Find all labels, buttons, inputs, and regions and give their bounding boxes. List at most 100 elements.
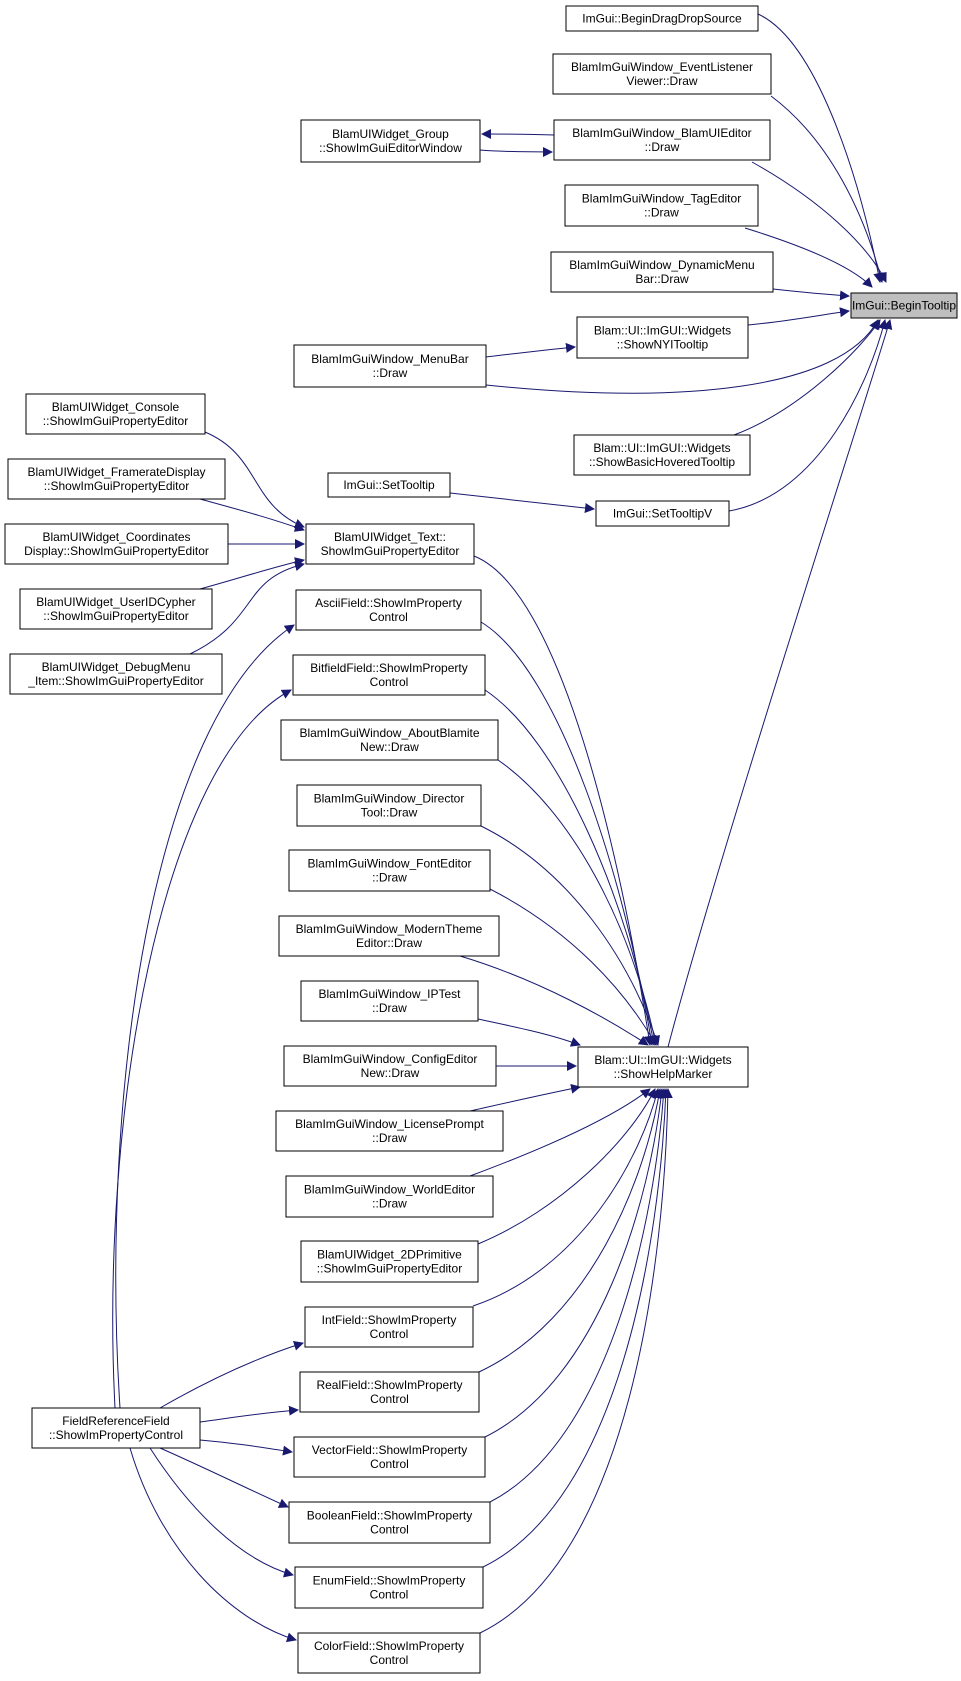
node-label-line: ::Draw [372,1001,407,1015]
node-field-reference-field[interactable]: FieldReferenceField::ShowImPropertyContr… [31,1407,201,1449]
node-box [300,1240,479,1283]
edge-field_reference_field-to-bitfield_field [112,689,292,1409]
edge-world_editor_draw-to-show_help_marker [469,1088,651,1177]
node-begin-drag-drop-source[interactable]: ImGui::BeginDragDropSource [565,5,759,32]
node-primitive-2d-property-editor[interactable]: BlamUIWidget_2DPrimitive::ShowImGuiPrope… [300,1240,479,1283]
node-real-field[interactable]: RealField::ShowImPropertyControl [299,1371,480,1413]
node-box [565,5,759,32]
edge-bitfield_field-to-show_help_marker [484,689,658,1046]
node-boolean-field[interactable]: BooleanField::ShowImPropertyControl [288,1501,491,1544]
node-set-tooltip[interactable]: ImGui::SetTooltip [327,472,451,498]
node-label-line: BlamUIWidget_Text:: [334,530,446,544]
node-label-line: ::Draw [372,1197,407,1211]
node-int-field[interactable]: IntField::ShowImPropertyControl [304,1306,474,1348]
node-box [9,653,223,695]
node-box [293,1436,486,1478]
node-font-editor-draw[interactable]: BlamImGuiWindow_FontEditor::Draw [288,849,491,892]
node-label-line: ImGui::BeginTooltip [852,299,956,313]
node-userid-property-editor[interactable]: BlamUIWidget_UserIDCypher::ShowImGuiProp… [19,588,213,630]
node-box [4,523,229,565]
node-label-line: ImGui::SetTooltip [343,478,435,492]
node-show-help-marker[interactable]: Blam::UI::ImGUI::Widgets::ShowHelpMarker [577,1046,749,1088]
edge-iptest_draw-to-show_help_marker [477,1018,581,1047]
node-color-field[interactable]: ColorField::ShowImPropertyControl [297,1632,481,1674]
edges [112,13,893,1643]
node-box [294,1566,484,1609]
node-box [295,589,482,631]
node-box [300,119,481,163]
node-label-line: Control [370,675,409,689]
node-text-property-editor[interactable]: BlamUIWidget_Text::ShowImGuiPropertyEdit… [305,523,475,565]
node-vector-field[interactable]: VectorField::ShowImPropertyControl [293,1436,486,1478]
node-console-property-editor[interactable]: BlamUIWidget_Console::ShowImGuiPropertyE… [25,393,206,435]
node-label-line: Viewer::Draw [626,74,697,88]
node-label-line: BlamUIWidget_Console [52,400,180,414]
node-framerate-property-editor[interactable]: BlamUIWidget_FramerateDisplay::ShowImGui… [7,458,226,500]
edge-set_tooltip-to-set_tooltip_v [449,492,595,513]
node-label-line: Display::ShowImGuiPropertyEditor [24,544,209,558]
edge-set_tooltip_v-to-begin_tooltip [728,319,888,512]
node-coordinates-property-editor[interactable]: BlamUIWidget_CoordinatesDisplay::ShowImG… [4,523,229,565]
node-menu-bar-draw[interactable]: BlamImGuiWindow_MenuBar::Draw [293,344,487,388]
node-ascii-field[interactable]: AsciiField::ShowImPropertyControl [295,589,482,631]
node-label-line: ::ShowImGuiEditorWindow [319,141,462,155]
node-tag-editor-draw[interactable]: BlamImGuiWindow_TagEditor::Draw [564,184,759,227]
node-label-line: Blam::UI::ImGUI::Widgets [593,441,730,455]
node-label-line: BlamImGuiWindow_TagEditor [582,192,741,206]
node-label-line: Control [369,610,408,624]
node-iptest-draw[interactable]: BlamImGuiWindow_IPTest::Draw [300,980,479,1022]
node-label-line: Control [370,1457,409,1471]
edge-field_reference_field-to-int_field [159,1340,304,1409]
node-show-nyi-tooltip[interactable]: Blam::UI::ImGUI::Widgets::ShowNYITooltip [576,316,749,359]
node-box [305,523,475,565]
edge-field_reference_field-to-enum_field [149,1447,294,1578]
node-label-line: BitfieldField::ShowImProperty [310,661,467,675]
node-box [577,1046,749,1088]
node-label-line: BlamImGuiWindow_EventListener [571,60,753,74]
node-begin-tooltip[interactable]: ImGui::BeginTooltip [850,292,958,319]
node-world-editor-draw[interactable]: BlamImGuiWindow_WorldEditor::Draw [285,1175,494,1218]
edge-primitive_2d_property_editor-to-show_help_marker [477,1088,656,1245]
node-label-line: BlamImGuiWindow_Director [314,792,465,806]
node-label-line: BlamUIWidget_Coordinates [42,530,190,544]
edge-field_reference_field-to-color_field [129,1447,297,1643]
node-bitfield-field[interactable]: BitfieldField::ShowImPropertyControl [292,654,486,696]
edge-debugmenu_property_editor-to-text_property_editor [189,561,305,655]
edge-blam_ui_editor_draw-to-begin_tooltip [751,161,887,283]
node-show-basic-hovered-tooltip[interactable]: Blam::UI::ImGUI::Widgets::ShowBasicHover… [573,434,751,476]
node-license-prompt-draw[interactable]: BlamImGuiWindow_LicensePrompt::Draw [275,1110,504,1152]
node-label-line: BlamImGuiWindow_DynamicMenu [569,258,754,272]
node-label-line: Editor::Draw [356,936,422,950]
node-label-line: ShowImGuiPropertyEditor [321,544,460,558]
node-event-listener-viewer-draw[interactable]: BlamImGuiWindow_EventListenerViewer::Dra… [552,53,772,95]
edge-tag_editor_draw-to-begin_tooltip [744,227,873,288]
node-blam-ui-editor-draw[interactable]: BlamImGuiWindow_BlamUIEditor::Draw [553,119,771,161]
edge-int_field-to-show_help_marker [472,1088,661,1307]
node-group-show-editor-window[interactable]: BlamUIWidget_Group::ShowImGuiEditorWindo… [300,119,481,163]
node-label-line: BlamImGuiWindow_WorldEditor [304,1183,475,1197]
node-set-tooltip-v[interactable]: ImGui::SetTooltipV [595,500,730,527]
node-box [7,458,226,500]
node-enum-field[interactable]: EnumField::ShowImPropertyControl [294,1566,484,1609]
edge-font_editor_draw-to-show_help_marker [489,888,657,1046]
node-box [293,344,487,388]
node-debugmenu-property-editor[interactable]: BlamUIWidget_DebugMenu_Item::ShowImGuiPr… [9,653,223,695]
node-label-line: ::Draw [372,871,407,885]
edge-userid_property_editor-to-text_property_editor [199,557,305,590]
node-box [299,1371,480,1413]
node-box [296,784,482,827]
node-label-line: BlamUIWidget_2DPrimitive [317,1248,462,1262]
node-label-line: BlamImGuiWindow_AboutBlamite [299,726,479,740]
node-box [275,1110,504,1152]
edge-boolean_field-to-show_help_marker [489,1088,669,1503]
node-label-line: ::ShowImGuiPropertyEditor [43,414,188,428]
node-box [31,1407,201,1449]
edge-modern_theme_editor_draw-to-show_help_marker [459,955,649,1046]
node-box [278,915,500,957]
